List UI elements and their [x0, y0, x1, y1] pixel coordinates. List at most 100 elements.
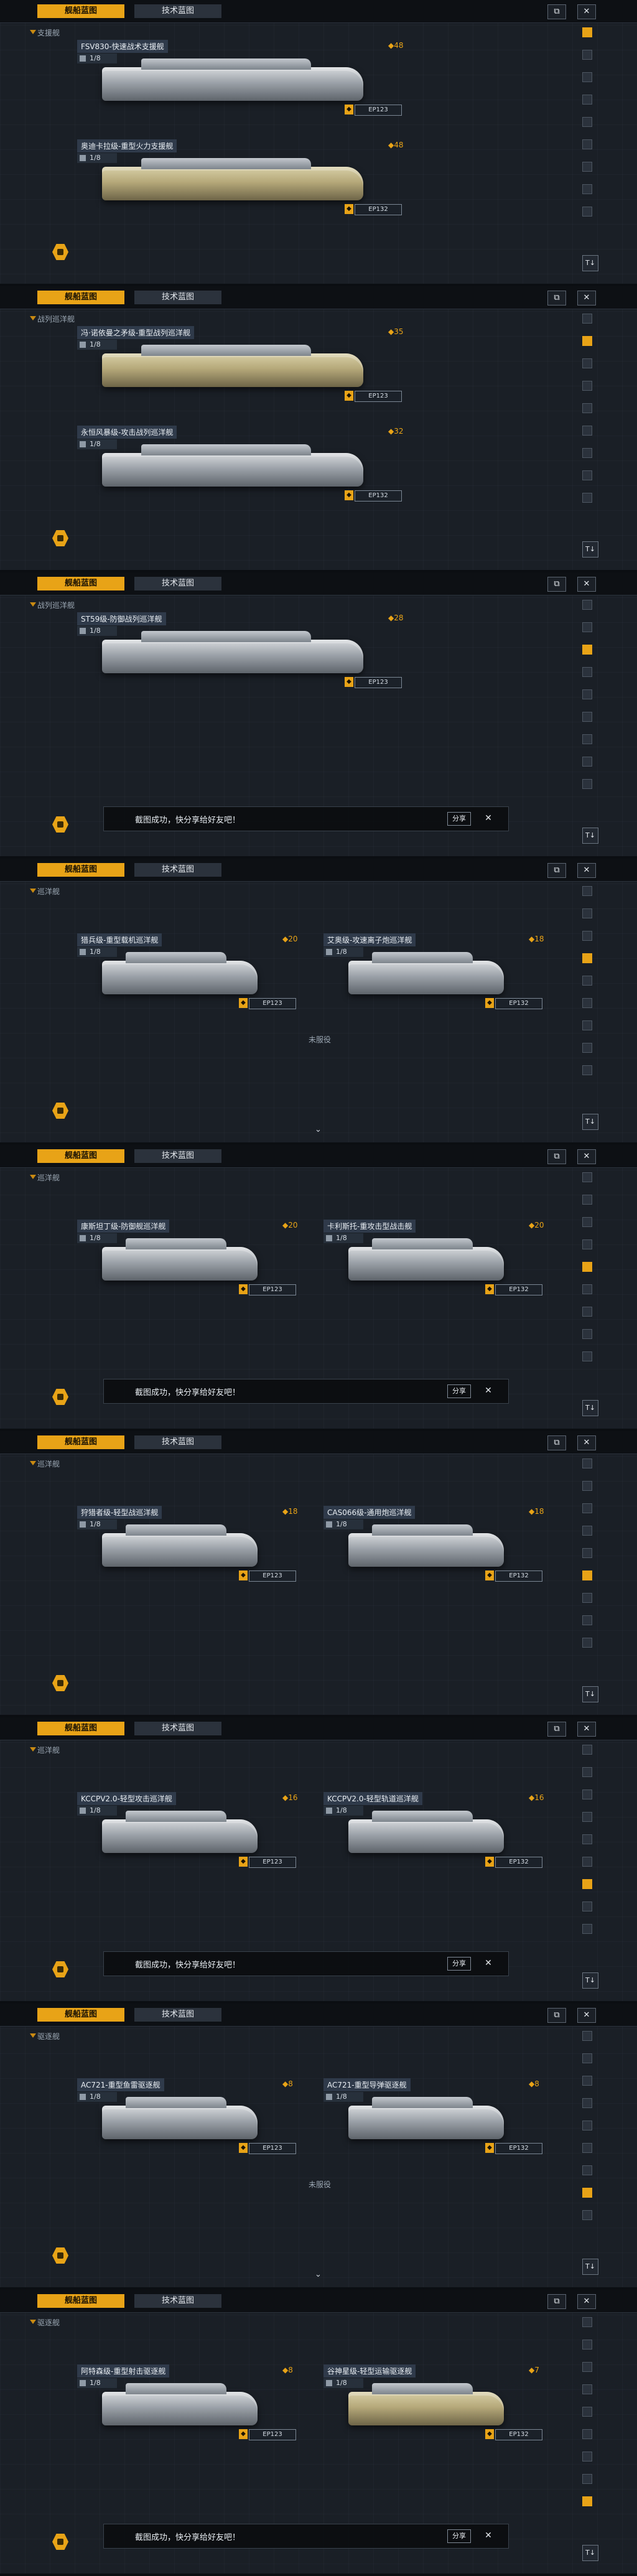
- sidebar-category-item[interactable]: [582, 139, 592, 149]
- sidebar-category-item[interactable]: [582, 72, 592, 82]
- faction-emblem-icon[interactable]: [52, 1389, 68, 1405]
- close-icon[interactable]: ✕: [577, 1435, 596, 1450]
- sort-filter-button[interactable]: T↓: [582, 1114, 598, 1130]
- sidebar-category-item[interactable]: [582, 779, 592, 789]
- sidebar-category-item[interactable]: [582, 2317, 592, 2327]
- sidebar-category-item[interactable]: [582, 2210, 592, 2220]
- faction-emblem-icon[interactable]: [52, 530, 68, 546]
- tab-ship-blueprint[interactable]: 舰船蓝图: [37, 863, 124, 877]
- sidebar-category-item[interactable]: [582, 162, 592, 172]
- sidebar-category-item[interactable]: [582, 976, 592, 986]
- sidebar-category-item[interactable]: [582, 1262, 592, 1272]
- sidebar-category-item[interactable]: [582, 908, 592, 918]
- sidebar-category-item[interactable]: [582, 1834, 592, 1844]
- sidebar-category-item[interactable]: [582, 1526, 592, 1536]
- sort-filter-button[interactable]: T↓: [582, 541, 598, 558]
- close-icon[interactable]: ✕: [577, 577, 596, 592]
- sidebar-category-item[interactable]: [582, 2098, 592, 2108]
- tab-ship-blueprint[interactable]: 舰船蓝图: [37, 2294, 124, 2308]
- sidebar-category-item[interactable]: [582, 1570, 592, 1580]
- sidebar-category-item[interactable]: [582, 470, 592, 480]
- sidebar-category-item[interactable]: [582, 1043, 592, 1053]
- tab-ship-blueprint[interactable]: 舰船蓝图: [37, 577, 124, 590]
- sidebar-category-item[interactable]: [582, 1593, 592, 1603]
- share-icon[interactable]: ⧉: [547, 863, 566, 878]
- sidebar-category-item[interactable]: [582, 1879, 592, 1889]
- sidebar-category-item[interactable]: [582, 2031, 592, 2041]
- sidebar-category-item[interactable]: [582, 1767, 592, 1777]
- sidebar-category-item[interactable]: [582, 2496, 592, 2506]
- sidebar-category-item[interactable]: [582, 2452, 592, 2462]
- share-icon[interactable]: ⧉: [547, 291, 566, 306]
- sidebar-category-item[interactable]: [582, 50, 592, 60]
- share-icon[interactable]: ⧉: [547, 577, 566, 592]
- close-icon[interactable]: ✕: [577, 2008, 596, 2023]
- sidebar-category-item[interactable]: [582, 2188, 592, 2198]
- sidebar-category-item[interactable]: [582, 117, 592, 127]
- sort-filter-button[interactable]: T↓: [582, 1972, 598, 1989]
- tab-tech-blueprint[interactable]: 技术蓝图: [134, 2294, 221, 2308]
- sidebar-category-item[interactable]: [582, 207, 592, 217]
- tab-tech-blueprint[interactable]: 技术蓝图: [134, 1722, 221, 1735]
- share-icon[interactable]: ⧉: [547, 1722, 566, 1737]
- sidebar-category-item[interactable]: [582, 2474, 592, 2484]
- sidebar-category-item[interactable]: [582, 1020, 592, 1030]
- sidebar-category-item[interactable]: [582, 426, 592, 436]
- sidebar-category-item[interactable]: [582, 1329, 592, 1339]
- sort-filter-button[interactable]: T↓: [582, 2259, 598, 2275]
- sidebar-category-item[interactable]: [582, 1745, 592, 1755]
- sidebar-category-item[interactable]: [582, 1239, 592, 1249]
- close-icon[interactable]: ✕: [577, 1149, 596, 1164]
- sidebar-category-item[interactable]: [582, 493, 592, 503]
- sidebar-category-item[interactable]: [582, 381, 592, 391]
- close-icon[interactable]: ✕: [577, 4, 596, 19]
- sidebar-category-item[interactable]: [582, 645, 592, 655]
- sidebar-category-item[interactable]: [582, 1284, 592, 1294]
- faction-emblem-icon[interactable]: [52, 2247, 68, 2264]
- faction-emblem-icon[interactable]: [52, 244, 68, 260]
- sidebar-category-item[interactable]: [582, 2429, 592, 2439]
- sidebar-category-item[interactable]: [582, 1307, 592, 1317]
- share-icon[interactable]: ⧉: [547, 1435, 566, 1450]
- sidebar-category-item[interactable]: [582, 336, 592, 346]
- sidebar-category-item[interactable]: [582, 1857, 592, 1867]
- toast-close-icon[interactable]: ✕: [485, 2531, 492, 2541]
- sidebar-category-item[interactable]: [582, 1615, 592, 1625]
- sidebar-category-item[interactable]: [582, 1638, 592, 1648]
- sidebar-category-item[interactable]: [582, 403, 592, 413]
- share-icon[interactable]: ⧉: [547, 2008, 566, 2023]
- sidebar-category-item[interactable]: [582, 1902, 592, 1911]
- sidebar-category-item[interactable]: [582, 1481, 592, 1491]
- faction-emblem-icon[interactable]: [52, 2534, 68, 2550]
- toast-close-icon[interactable]: ✕: [485, 1958, 492, 1968]
- sidebar-category-item[interactable]: [582, 314, 592, 324]
- tab-ship-blueprint[interactable]: 舰船蓝图: [37, 2008, 124, 2022]
- toast-share-button[interactable]: 分享: [447, 2529, 471, 2543]
- tab-tech-blueprint[interactable]: 技术蓝图: [134, 1149, 221, 1163]
- sidebar-category-item[interactable]: [582, 184, 592, 194]
- sidebar-category-item[interactable]: [582, 1503, 592, 1513]
- tab-tech-blueprint[interactable]: 技术蓝图: [134, 4, 221, 18]
- tab-tech-blueprint[interactable]: 技术蓝图: [134, 1435, 221, 1449]
- close-icon[interactable]: ✕: [577, 863, 596, 878]
- sidebar-category-item[interactable]: [582, 931, 592, 941]
- sidebar-category-item[interactable]: [582, 1217, 592, 1227]
- sort-filter-button[interactable]: T↓: [582, 1686, 598, 1702]
- sidebar-category-item[interactable]: [582, 886, 592, 896]
- close-icon[interactable]: ✕: [577, 2294, 596, 2309]
- faction-emblem-icon[interactable]: [52, 1961, 68, 1977]
